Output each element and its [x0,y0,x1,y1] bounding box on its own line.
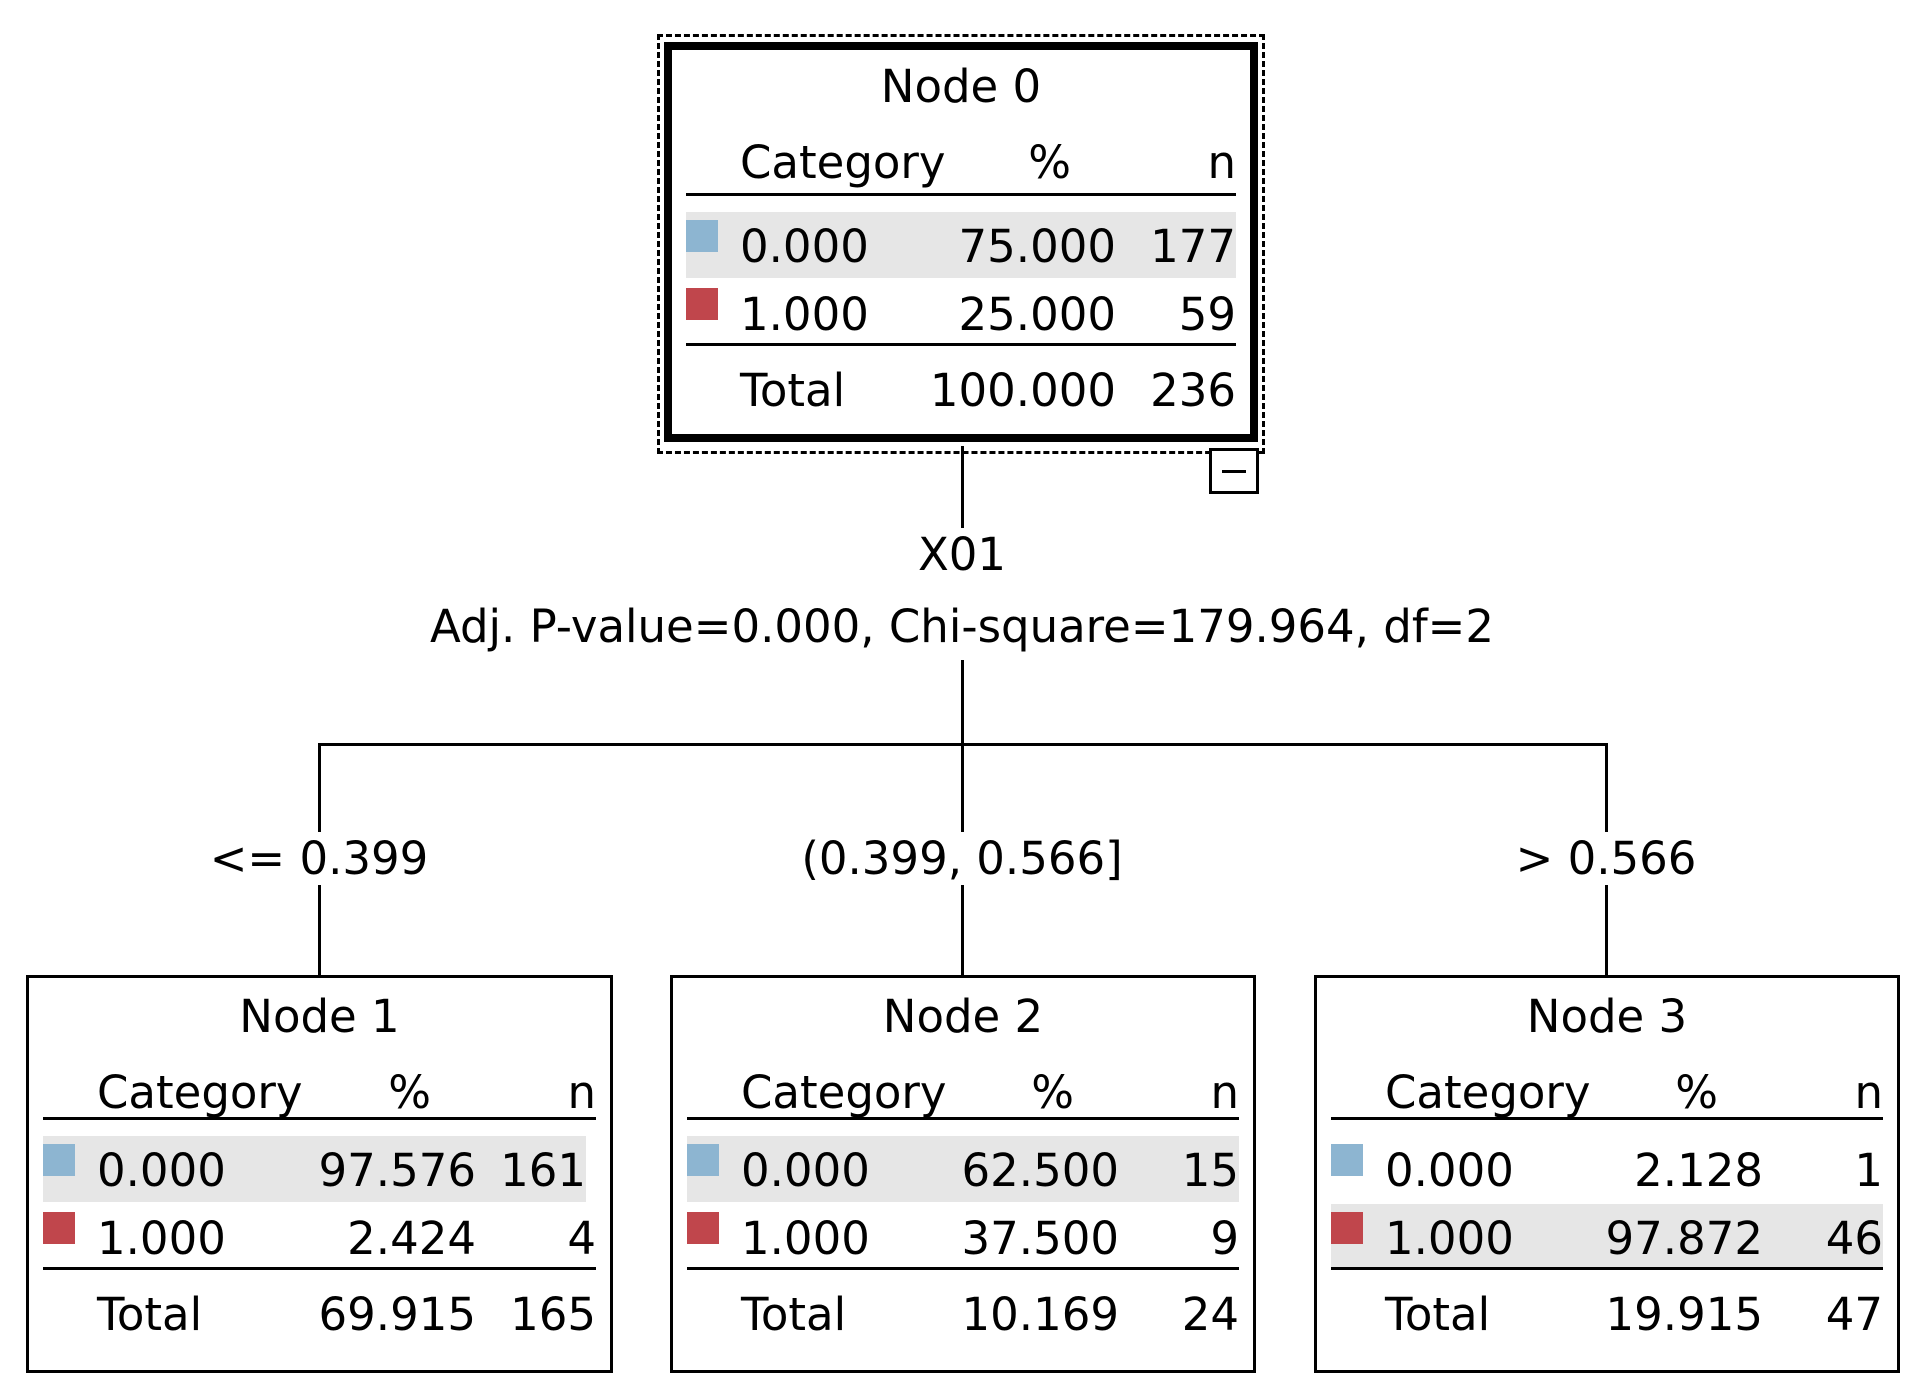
row-category: 0.000 [1385,1144,1514,1197]
total-percent: 100.000 [929,364,1116,417]
color-swatch [1331,1144,1363,1176]
total-label: Total [741,1288,847,1341]
row-n: 15 [1181,1144,1239,1197]
total-percent: 19.915 [1605,1288,1763,1341]
total-row: Total 10.169 24 [687,1288,1239,1344]
total-row: Total 19.915 47 [1331,1288,1883,1344]
split-stats-label: Adj. P-value=0.000, Chi-square=179.964, … [425,600,1499,653]
node-title: Node 1 [239,990,400,1043]
category-row: 1.000 37.500 9 [687,1204,1239,1270]
row-category: 0.000 [97,1144,226,1197]
row-n: 177 [1150,220,1236,273]
total-label: Total [97,1288,203,1341]
header-category: Category [97,1066,303,1119]
row-category: 1.000 [1385,1212,1514,1265]
collapse-node-button[interactable] [1209,448,1259,494]
header-rule [687,1117,1239,1120]
node-title: Node 0 [880,60,1042,113]
root-selection-outline [657,34,1265,454]
total-label: Total [740,364,846,417]
header-rule [1331,1117,1883,1120]
header-percent: % [1675,1066,1718,1119]
row-n: 9 [1210,1212,1239,1265]
branch-label-2: (0.399, 0.566] [797,832,1127,885]
row-percent: 2.128 [1634,1144,1763,1197]
row-percent: 2.424 [347,1212,476,1265]
split-variable-label: X01 [913,528,1011,581]
row-n: 161 [500,1144,586,1197]
node-title: Node 3 [1526,990,1688,1043]
row-n: 1 [1854,1144,1883,1197]
row-percent: 75.000 [958,220,1116,273]
node-1[interactable]: Node 1 Category % n 0.000 97.576 161 1.0… [26,975,613,1373]
header-percent: % [1031,1066,1074,1119]
category-row: 1.000 25.000 59 [686,280,1236,346]
node-title: Node 2 [882,990,1044,1043]
row-category: 1.000 [740,288,869,341]
header-percent: % [1028,136,1071,189]
header-rule [43,1117,596,1120]
category-row: 0.000 2.128 1 [1331,1136,1883,1202]
total-row: Total 69.915 165 [43,1288,596,1344]
header-n: n [1210,1066,1239,1119]
split-stem-line [961,660,964,745]
total-n: 165 [510,1288,596,1341]
color-swatch [686,220,718,252]
table-header: Category % n [43,1066,596,1122]
row-category: 0.000 [741,1144,870,1197]
row-n: 4 [567,1212,596,1265]
row-category: 1.000 [741,1212,870,1265]
color-swatch [43,1144,75,1176]
header-percent: % [388,1066,431,1119]
color-swatch [686,288,718,320]
header-category: Category [1385,1066,1591,1119]
category-row: 1.000 2.424 4 [43,1204,596,1270]
total-rule [686,343,1236,346]
category-row: 0.000 75.000 177 [686,212,1236,278]
category-row: 1.000 97.872 46 [1331,1204,1883,1270]
total-rule [687,1267,1239,1270]
row-n: 46 [1825,1212,1883,1265]
total-label: Total [1385,1288,1491,1341]
row-percent: 62.500 [961,1144,1119,1197]
category-row: 0.000 97.576 161 [43,1136,586,1202]
row-percent: 97.872 [1605,1212,1763,1265]
row-n: 59 [1178,288,1236,341]
row-category: 1.000 [97,1212,226,1265]
total-rule [43,1267,596,1270]
header-n: n [1207,136,1236,189]
color-swatch [687,1144,719,1176]
total-n: 24 [1181,1288,1239,1341]
node-3[interactable]: Node 3 Category % n 0.000 2.128 1 1.000 … [1314,975,1900,1373]
total-n: 47 [1825,1288,1883,1341]
header-category: Category [741,1066,947,1119]
table-header: Category % n [1331,1066,1883,1122]
total-row: Total 100.000 236 [686,364,1236,420]
total-percent: 10.169 [961,1288,1119,1341]
header-n: n [1854,1066,1883,1119]
header-rule [686,193,1236,196]
root-stem-line [961,446,964,536]
table-header: Category % n [686,136,1236,192]
color-swatch [1331,1212,1363,1244]
row-percent: 25.000 [958,288,1116,341]
row-category: 0.000 [740,220,869,273]
total-rule [1331,1267,1883,1270]
header-n: n [567,1066,596,1119]
category-row: 0.000 62.500 15 [687,1136,1239,1202]
node-0[interactable]: Node 0 Category % n 0.000 75.000 177 1.0… [664,42,1258,442]
total-n: 236 [1150,364,1236,417]
node-2[interactable]: Node 2 Category % n 0.000 62.500 15 1.00… [670,975,1256,1373]
color-swatch [687,1212,719,1244]
table-header: Category % n [687,1066,1239,1122]
header-category: Category [740,136,946,189]
branch-label-3: > 0.566 [1511,832,1701,885]
color-swatch [43,1212,75,1244]
total-percent: 69.915 [318,1288,476,1341]
branch-label-1: <= 0.399 [205,832,433,885]
row-percent: 97.576 [318,1144,476,1197]
row-percent: 37.500 [961,1212,1119,1265]
